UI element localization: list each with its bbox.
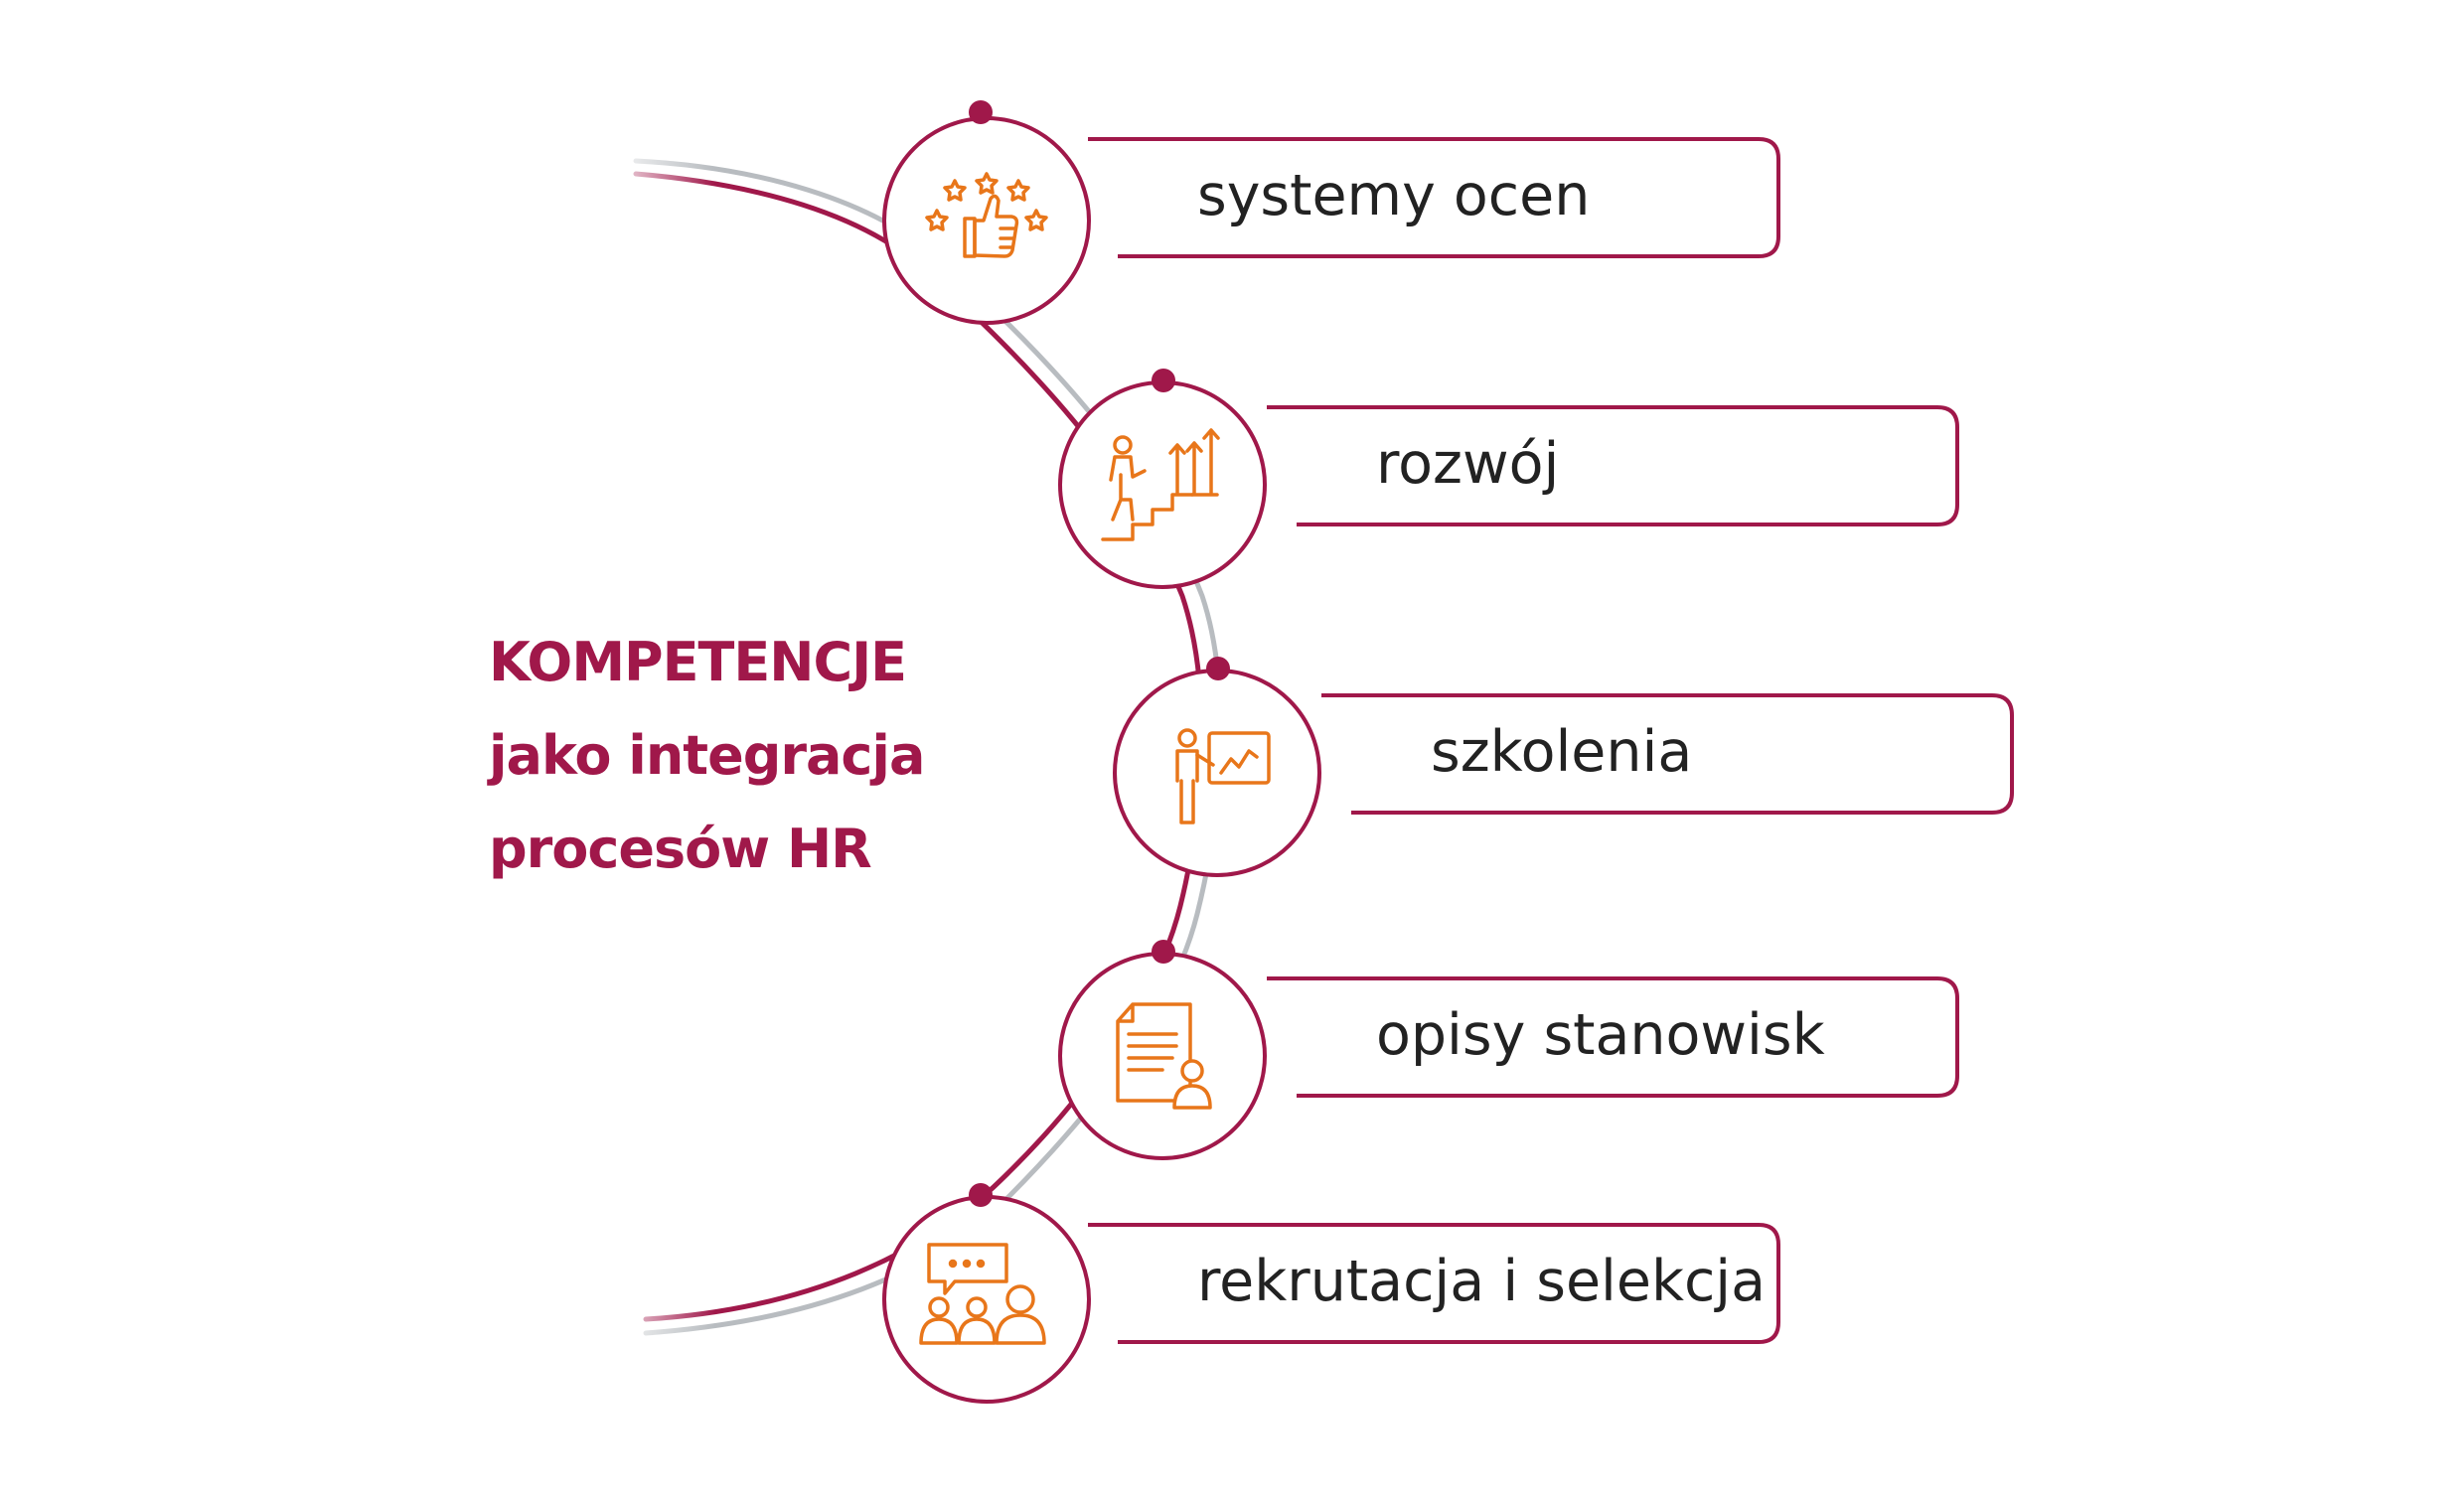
process-item-szkolenia: szkolenia	[1113, 657, 2014, 877]
node-dot	[969, 100, 993, 124]
job-description-document-icon	[1116, 1002, 1212, 1110]
interview-people-icon	[919, 1243, 1046, 1345]
label-box	[1088, 1223, 1780, 1344]
title-line-2: jako integracja	[489, 724, 925, 787]
diagram-title: KOMPETENCJE jako integracja procesów HR	[489, 616, 1005, 896]
label-box	[1267, 405, 1959, 526]
process-item-rekrutacja-i-selekcja: rekrutacja i selekcja	[882, 1183, 1780, 1404]
icon-circle	[882, 116, 1091, 325]
item-label: rozwój	[1376, 431, 1559, 497]
label-box	[1088, 137, 1780, 258]
node-dot	[1206, 657, 1230, 680]
label-box	[1267, 976, 1959, 1098]
icon-circle	[1113, 669, 1321, 877]
item-label: szkolenia	[1431, 719, 1692, 785]
icon-circle	[1058, 380, 1267, 589]
icon-circle	[882, 1195, 1091, 1404]
process-item-opisy-stanowisk: opisy stanowisk	[1058, 940, 1959, 1160]
item-label: rekrutacja i selekcja	[1197, 1249, 1766, 1314]
node-dot	[1152, 369, 1175, 392]
icon-circle	[1058, 952, 1267, 1160]
career-stairs-icon	[1101, 428, 1220, 541]
item-label: opisy stanowisk	[1376, 1002, 1825, 1068]
process-item-systemy-ocen: systemy ocen	[882, 100, 1780, 325]
item-label: systemy ocen	[1197, 163, 1590, 228]
node-dot	[1152, 940, 1175, 964]
title-line-1: KOMPETENCJE	[489, 631, 907, 693]
label-box	[1321, 693, 2014, 815]
node-dot	[969, 1183, 993, 1207]
thumbs-up-stars-icon	[925, 172, 1048, 258]
process-item-rozwoj: rozwój	[1058, 369, 1959, 589]
presentation-trainer-icon	[1175, 728, 1271, 824]
title-line-3: procesów HR	[489, 818, 872, 880]
fade-left	[596, 129, 715, 1361]
